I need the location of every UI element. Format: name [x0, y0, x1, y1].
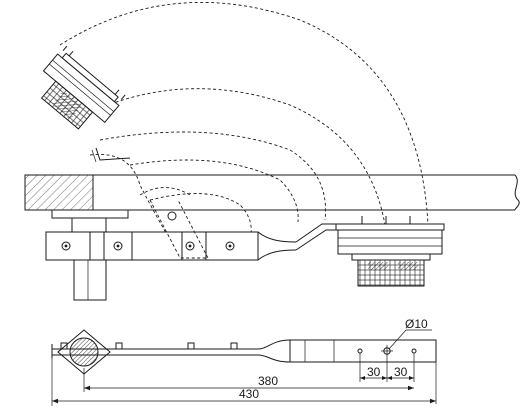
pivot-hole — [167, 211, 177, 221]
diameter-label: Ø10 — [405, 317, 428, 331]
beam-section-hatched — [24, 174, 94, 211]
bolt-2 — [113, 241, 123, 251]
length-overall-label: 430 — [239, 387, 259, 401]
device-swung-position — [40, 45, 126, 130]
bolt-1 — [61, 241, 71, 251]
ceiling-beam — [24, 174, 520, 211]
length-inner-label: 380 — [258, 374, 278, 388]
bolt-3 — [185, 241, 195, 251]
bracket-plan-view — [51, 329, 437, 375]
dimensions: Ø10 30 30 380 430 — [51, 317, 437, 406]
bolt-4 — [225, 241, 235, 251]
device-cap — [61, 52, 119, 103]
swing-arcs — [59, 1, 429, 241]
pitch-right-label: 30 — [394, 365, 408, 379]
device-mounted-position — [335, 216, 445, 287]
pitch-left-label: 30 — [367, 365, 381, 379]
support-post — [73, 259, 107, 301]
device-housing-mounted — [337, 229, 443, 255]
mounting-plate-plan — [289, 339, 437, 363]
mount-post-section — [69, 337, 99, 367]
bracket-arm-side — [45, 199, 336, 261]
